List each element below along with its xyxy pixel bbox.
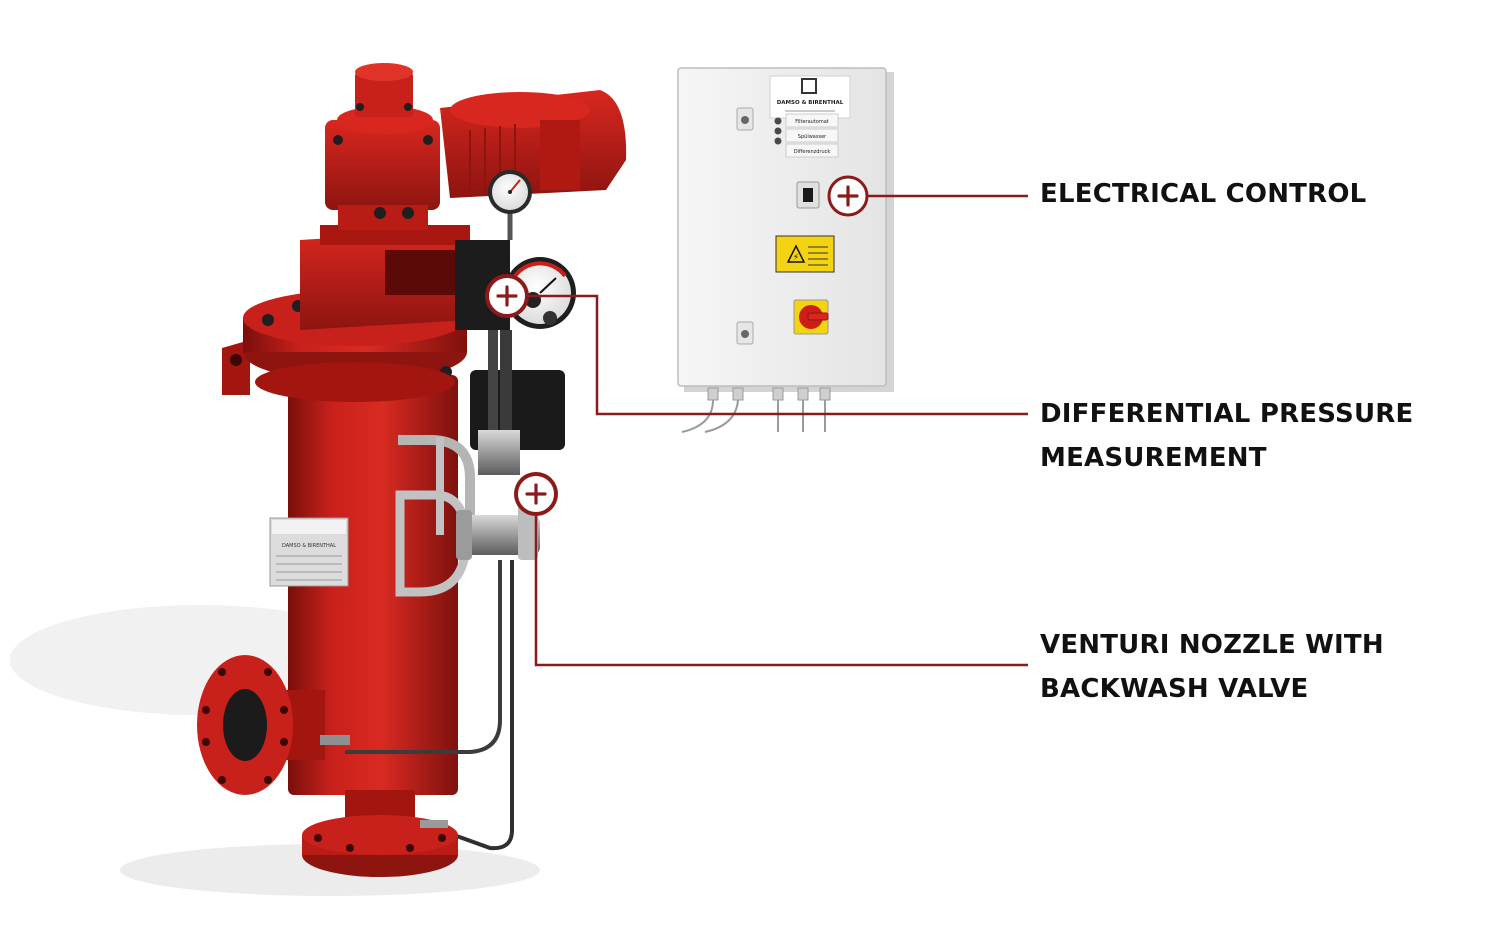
plus-icon <box>837 185 859 207</box>
venturi-nozzle <box>456 505 540 560</box>
top-pressure-gauge <box>488 170 532 240</box>
callout-venturi-line-2: BACKWASH VALVE <box>1040 674 1309 704</box>
indicator-lights: Filterautomat Spülwasser Differenzdruck <box>774 113 839 158</box>
warning-label: ⚡ <box>775 235 835 273</box>
hotspot-differential-pressure[interactable] <box>485 274 529 318</box>
callout-venturi-line-1: VENTURI NOZZLE WITH <box>1040 630 1384 660</box>
plus-icon <box>525 483 547 505</box>
callout-pressure-line-2: MEASUREMENT <box>1040 443 1267 473</box>
hotspot-venturi-nozzle[interactable] <box>514 472 558 516</box>
cabinet-label-1: Filterautomat <box>795 119 829 125</box>
callout-pressure-line-1: DIFFERENTIAL PRESSURE <box>1040 399 1414 429</box>
cabinet-brand: DAMSO & BIRENTHAL <box>777 100 844 106</box>
electrical-control-cabinet: DAMSO & BIRENTHAL Filterautomat Spülwass… <box>677 67 894 433</box>
cabinet-label-2: Spülwasser <box>798 134 827 140</box>
inlet-flange <box>197 655 325 795</box>
leader-line-pressure <box>529 294 1028 416</box>
nameplate-brand: DAMSO & BIRENTHAL <box>282 543 336 549</box>
callout-electrical-line-1: ELECTRICAL CONTROL <box>1040 179 1367 209</box>
callout-venturi-nozzle: VENTURI NOZZLE WITH BACKWASH VALVE <box>1040 623 1384 711</box>
self-cleaning-filter: DAMSO & BIRENTHAL <box>197 63 627 877</box>
plus-icon <box>496 285 518 307</box>
cabinet-label-3: Differenzdruck <box>794 149 831 155</box>
leader-line-venturi <box>534 516 1028 667</box>
callout-differential-pressure: DIFFERENTIAL PRESSURE MEASUREMENT <box>1040 392 1413 480</box>
callout-lines <box>529 194 1028 667</box>
callout-electrical-control: ELECTRICAL CONTROL <box>1040 172 1366 216</box>
main-switch <box>793 299 829 335</box>
filter-nameplate: DAMSO & BIRENTHAL <box>269 517 349 587</box>
svg-text:⚡: ⚡ <box>793 253 799 263</box>
hotspot-electrical-control[interactable] <box>827 175 869 217</box>
